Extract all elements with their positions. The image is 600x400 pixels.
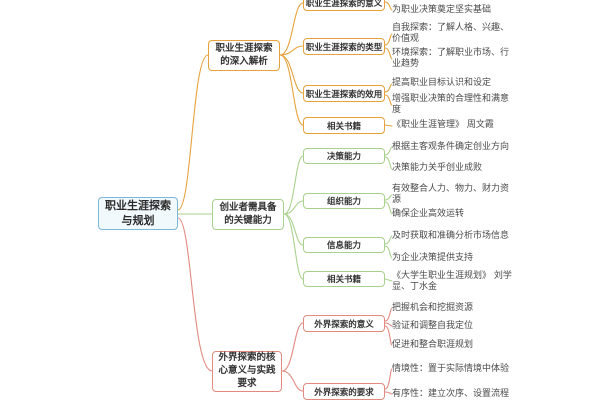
connector xyxy=(281,370,304,392)
subtopic-related-books-1[interactable]: 相关书籍 xyxy=(303,117,385,134)
detail-text[interactable]: 增强职业决策的合理性和满意度 xyxy=(392,94,510,115)
connector xyxy=(384,146,393,156)
detail-text[interactable]: 决策能力关乎创业成败 xyxy=(392,163,483,173)
detail-text[interactable]: 根据主客观条件确定创业方向 xyxy=(392,142,510,152)
connector xyxy=(384,391,393,395)
detail-text[interactable]: 《职业生涯管理》 周文霞 xyxy=(392,120,494,130)
root-topic[interactable]: 职业生涯探索与规划 xyxy=(98,197,178,230)
subtopic-organization-ability[interactable]: 组织能力 xyxy=(303,193,385,209)
connector xyxy=(384,194,393,201)
detail-text[interactable]: 环境探索：了解职业市场、行业趋势 xyxy=(392,48,510,69)
connector xyxy=(279,45,304,56)
subtopic-exploration-meaning[interactable]: 职业生涯探索的意义 xyxy=(303,0,385,11)
connector xyxy=(177,217,213,372)
branch-topic-entrepreneur-abilities[interactable]: 创业者需具备的关键能力 xyxy=(212,199,284,230)
connector xyxy=(384,325,393,346)
detail-text[interactable]: 有序性：建立次序、设置流程 xyxy=(392,389,510,399)
connector xyxy=(384,47,393,60)
connector xyxy=(177,54,209,211)
connector xyxy=(384,235,393,245)
detail-text[interactable]: 自我探索：了解人格、兴趣、价值观 xyxy=(392,23,510,44)
detail-text[interactable]: 为企业决策提供支持 xyxy=(392,253,474,263)
connector xyxy=(384,124,393,127)
detail-text[interactable]: 有效整合人力、物力、财力资源 xyxy=(392,184,510,205)
connector xyxy=(384,33,393,46)
connector xyxy=(279,2,304,56)
connector xyxy=(384,322,393,327)
subtopic-decision-ability[interactable]: 决策能力 xyxy=(303,148,385,164)
branch-topic-external-exploration[interactable]: 外界探索的核心意义与实践要求 xyxy=(212,351,282,392)
subtopic-related-books-2[interactable]: 相关书籍 xyxy=(303,271,385,287)
connector xyxy=(384,1,393,11)
detail-text[interactable]: 为职业决策奠定坚实基础 xyxy=(392,5,492,15)
detail-text[interactable]: 提高职业目标认识和设定 xyxy=(392,78,492,88)
detail-text[interactable]: 《大学生职业生涯规划》 刘学显、丁水金 xyxy=(392,271,512,292)
connector xyxy=(283,213,304,280)
subtopic-exploration-types[interactable]: 职业生涯探索的类型 xyxy=(303,38,385,55)
connector xyxy=(384,201,393,215)
detail-text[interactable]: 促进和整合职涯规划 xyxy=(392,340,474,350)
subtopic-external-meaning[interactable]: 外界探索的意义 xyxy=(303,315,385,332)
connector xyxy=(283,155,304,215)
subtopic-information-ability[interactable]: 信息能力 xyxy=(303,237,385,253)
connector xyxy=(279,54,304,94)
connector xyxy=(384,278,393,282)
branch-topic-career-analysis[interactable]: 职业生涯探索的深入解析 xyxy=(208,40,280,71)
connector xyxy=(384,307,393,322)
detail-text[interactable]: 及时获取和准确分析市场信息 xyxy=(392,231,510,241)
connector xyxy=(384,156,393,170)
detail-text[interactable]: 把握机会和挖掘资源 xyxy=(392,303,474,313)
connector xyxy=(279,54,304,126)
connector xyxy=(283,200,304,215)
connector xyxy=(384,245,393,259)
detail-text[interactable]: 情境性：置于实际情境中体验 xyxy=(392,364,510,374)
detail-text[interactable]: 确保企业高效运转 xyxy=(392,209,465,219)
subtopic-exploration-effects[interactable]: 职业生涯探索的效用 xyxy=(303,85,385,102)
subtopic-external-requirements[interactable]: 外界探索的要求 xyxy=(303,383,385,400)
connector xyxy=(384,83,393,93)
connector xyxy=(384,94,393,106)
connector xyxy=(281,322,304,372)
detail-text[interactable]: 验证和调整自我定位 xyxy=(392,321,474,331)
connector xyxy=(384,368,393,390)
